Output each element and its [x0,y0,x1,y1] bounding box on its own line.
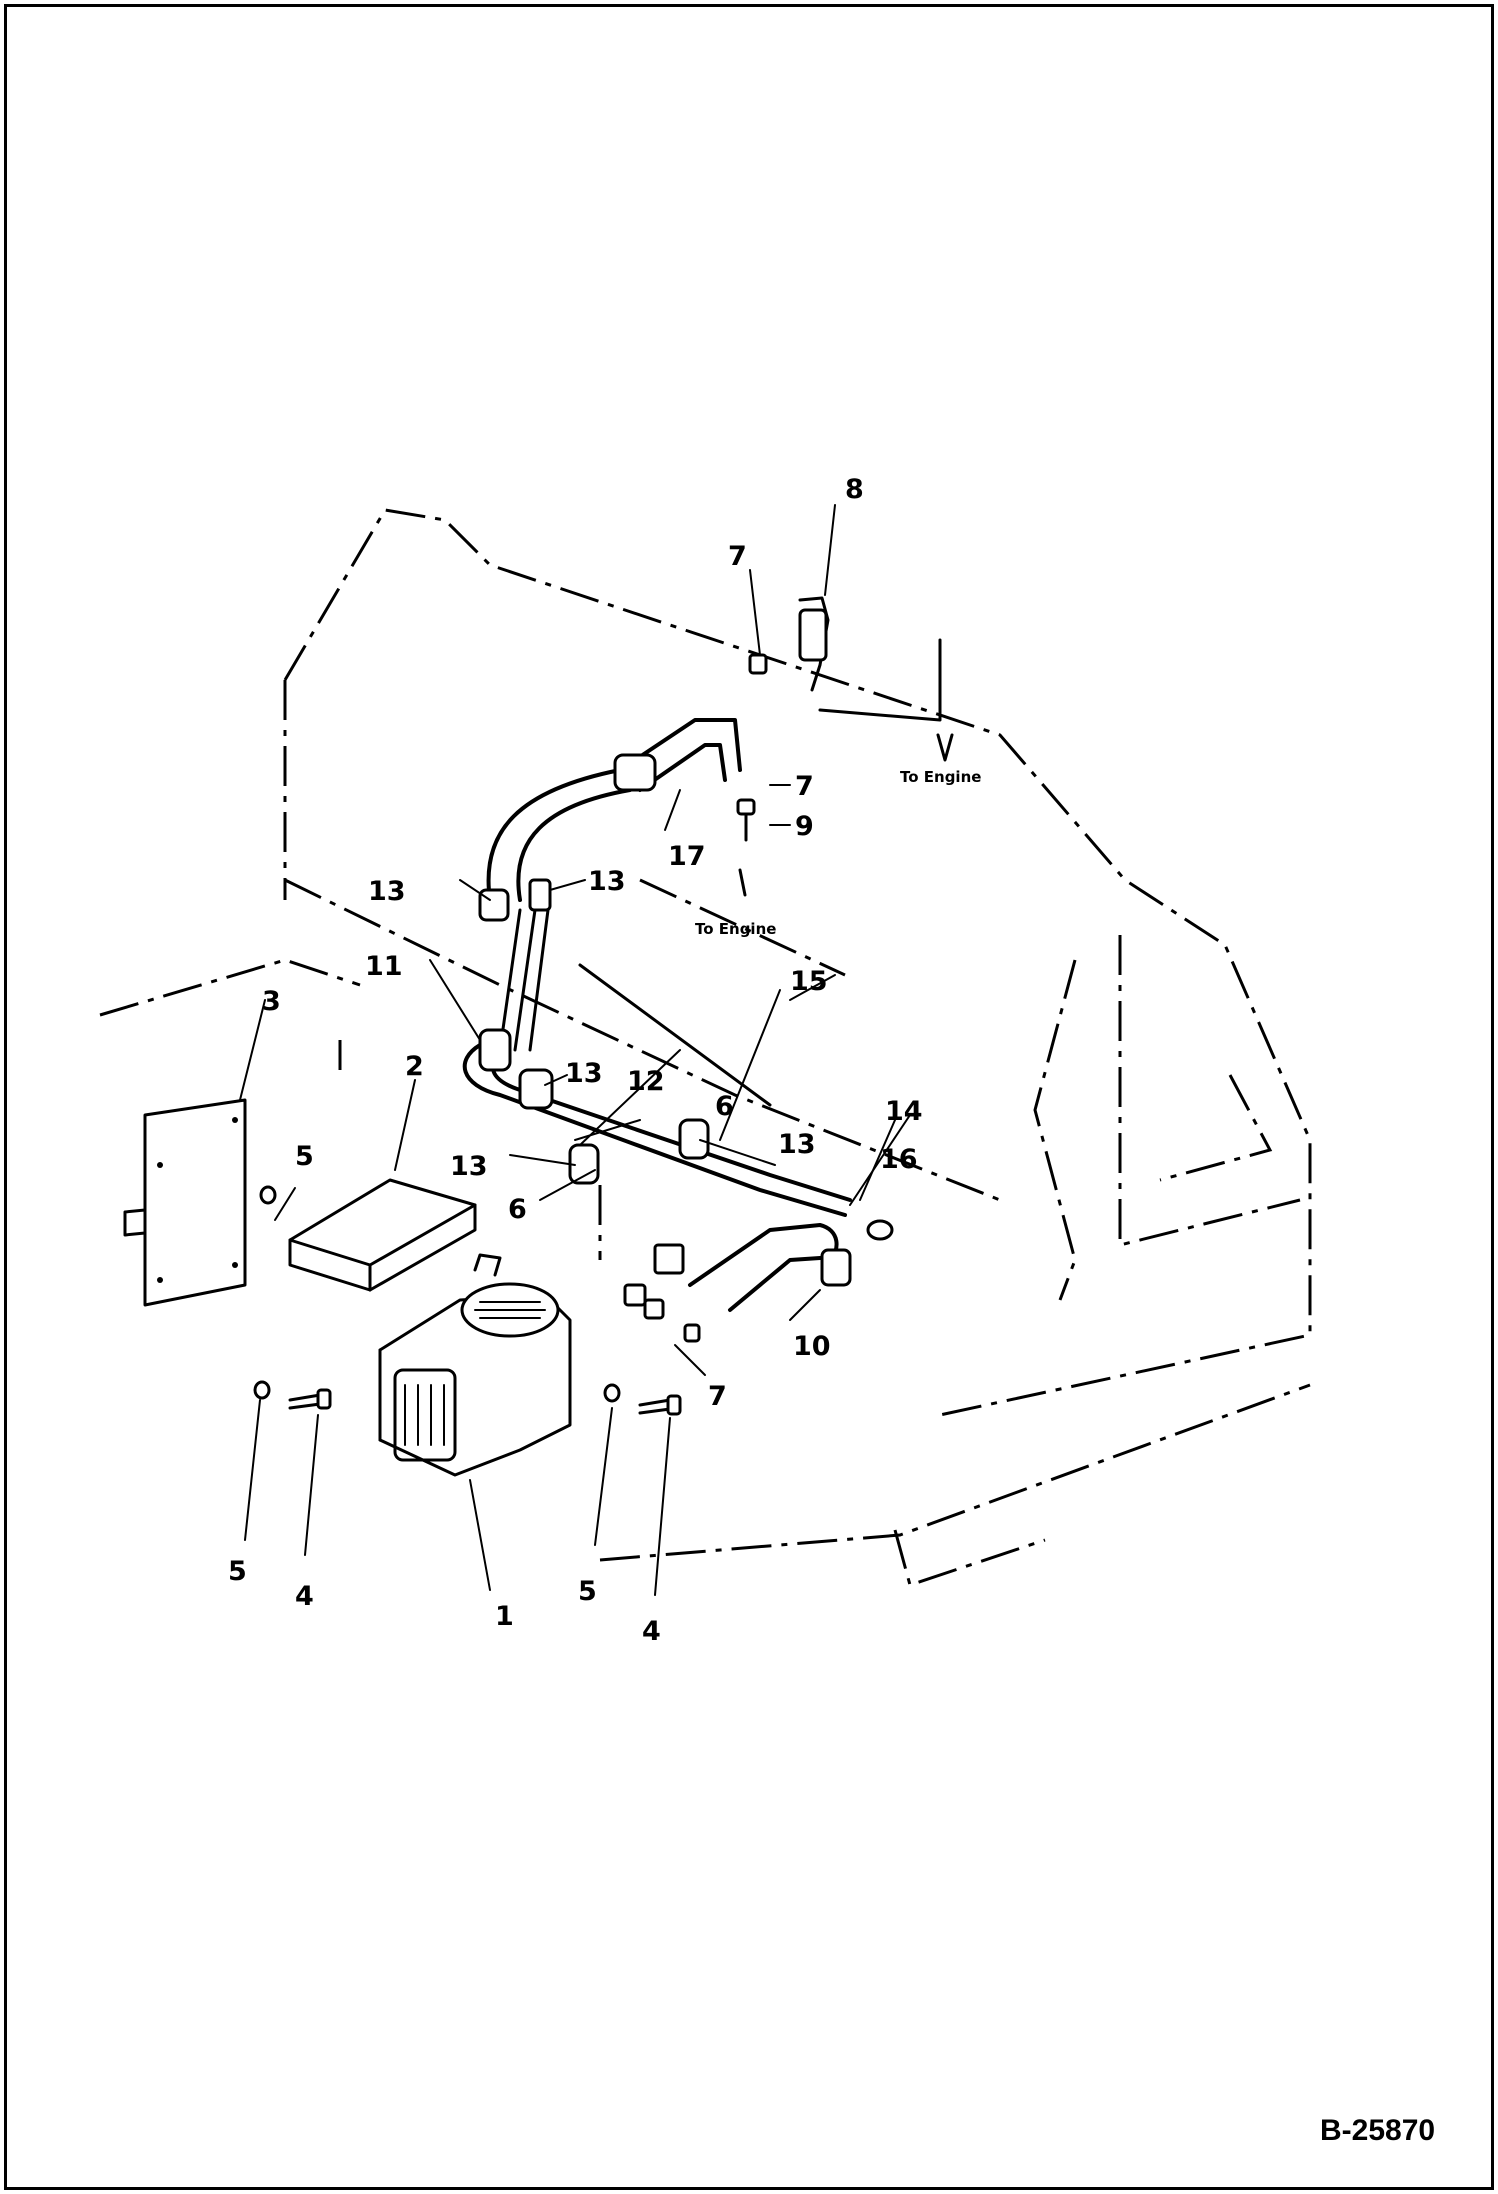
callout: 16 [880,1144,918,1175]
callout: 4 [642,1616,661,1647]
callout: 7 [795,771,814,802]
page-frame [4,4,1494,2190]
callout: 7 [728,541,747,572]
callout: 11 [365,951,403,982]
callout: 5 [295,1141,314,1172]
callout: 13 [450,1151,488,1182]
part-duct [288,1178,477,1292]
machine-outline [99,508,1312,1587]
callout: 1 [495,1601,514,1632]
callout: 10 [793,1331,831,1362]
part-heater-unit [378,1253,572,1477]
callout: 15 [790,966,828,997]
part-hose-assembly [253,596,942,1416]
note-to-engine: To Engine [695,920,776,938]
callout: 13 [588,866,626,897]
leader-lines [239,504,911,1596]
callout: 8 [845,474,864,505]
callout: 6 [715,1091,734,1122]
part-cover-plate [123,1098,247,1307]
note-to-engine: To Engine [900,768,981,786]
callout: 9 [795,811,814,842]
callout: 17 [668,841,706,872]
notes: To Engine To Engine [695,733,981,938]
callouts: 1 2 3 4 4 5 5 5 6 6 7 7 7 8 9 10 11 12 1… [228,474,923,1647]
callout: 13 [778,1129,816,1160]
callout: 4 [295,1581,314,1612]
callout: 13 [565,1058,603,1089]
callout: 5 [578,1576,597,1607]
callout: 7 [708,1381,727,1412]
callout: 5 [228,1556,247,1587]
callout: 2 [405,1051,424,1082]
callout: 14 [885,1096,923,1127]
callout: 13 [368,876,406,907]
reference-code: B-25870 [1320,2114,1435,2147]
callout: 3 [262,986,281,1017]
callout: 6 [508,1194,527,1225]
callout: 12 [627,1066,665,1097]
